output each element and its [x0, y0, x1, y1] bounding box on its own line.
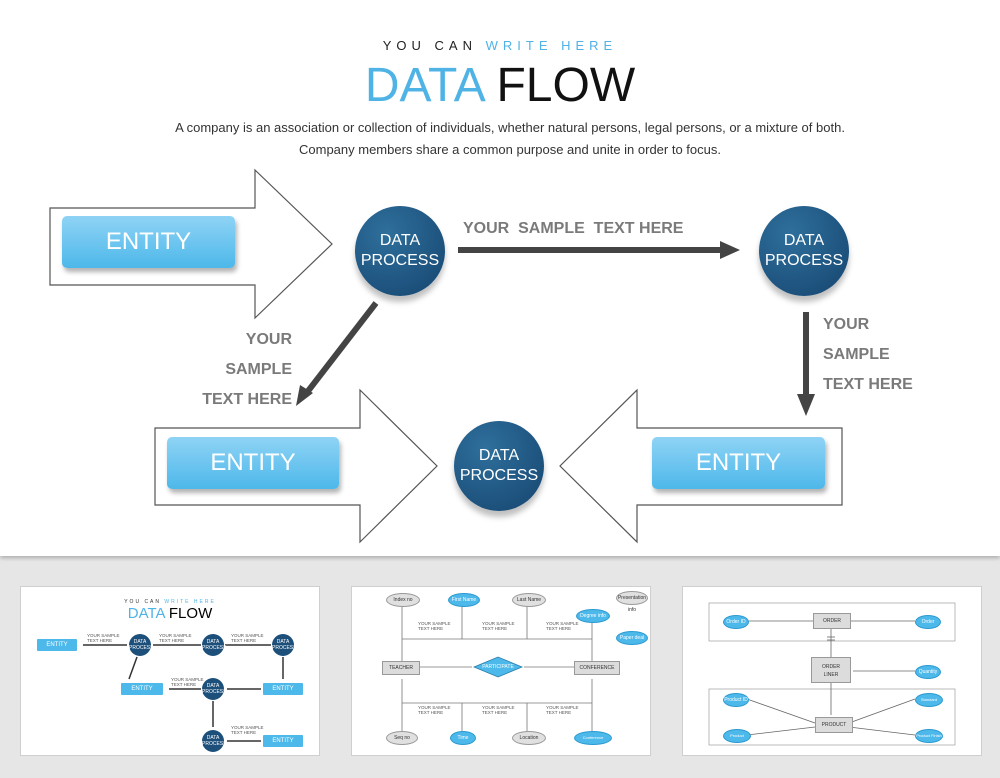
- thumb3-attr: Quantity: [915, 665, 941, 679]
- page-title: DATA FLOW: [0, 58, 1000, 114]
- label-right-line2: SAMPLE: [823, 346, 890, 363]
- thumb-entity: ENTITY: [37, 639, 77, 651]
- title-part-1: DATA: [364, 59, 484, 112]
- label-left-line1: YOUR: [245, 331, 292, 348]
- thumb-title-part2: FLOW: [168, 605, 213, 622]
- thumb-entity: ENTITY: [263, 735, 303, 747]
- flow-arrowhead-left: [296, 385, 313, 406]
- thumb2-node: Last Name: [512, 593, 546, 607]
- thumb3-attr: Order ID: [723, 615, 749, 629]
- label-right-line1: YOUR: [823, 316, 870, 333]
- entity-bottom-left: ENTITY: [167, 437, 339, 489]
- thumb2-node: Presentation info: [616, 591, 648, 613]
- thumbnail-data-flow[interactable]: YOU CAN WRITE HERE DATA FLOW ENTITY ENTI…: [20, 586, 320, 756]
- thumb-kicker-prefix: YOU CAN: [124, 599, 161, 605]
- label-top: YOUR SAMPLE TEXT HERE: [463, 220, 684, 237]
- thumb-entity: ENTITY: [121, 683, 163, 695]
- flow-arrowhead-right: [797, 394, 815, 416]
- thumb2-node: Conference Schedule: [574, 731, 612, 752]
- thumb-title-part1: DATA: [127, 605, 165, 622]
- flow-arrowhead-top: [720, 241, 740, 259]
- label-left-line3: TEXT HERE: [202, 391, 292, 408]
- kicker: YOU CAN WRITE HERE: [0, 38, 1000, 53]
- entity-bottom-right: ENTITY: [652, 437, 825, 489]
- label-left: YOUR SAMPLE TEXT HERE: [192, 325, 292, 415]
- flow-arrow-left: [302, 301, 379, 397]
- thumb3-attr: Product Description: [723, 729, 751, 750]
- thumb-kicker: YOU CAN WRITE HERE: [21, 599, 319, 605]
- process-line1: DATA: [478, 447, 520, 464]
- data-process-left: DATA PROCESS: [355, 206, 445, 296]
- thumb3-attr: Product ID: [723, 693, 749, 707]
- thumb3-attr: Product Finish: [915, 729, 943, 743]
- thumb3-order: ORDER: [813, 613, 851, 629]
- process-line1: DATA: [783, 232, 825, 249]
- thumb2-node: Time: [450, 731, 476, 745]
- label-right: YOUR SAMPLE TEXT HERE: [823, 310, 913, 400]
- process-line2: PROCESS: [459, 467, 539, 484]
- label-left-line2: SAMPLE: [225, 361, 292, 378]
- thumb2-lines: [401, 605, 593, 737]
- thumb2-node: Degree info: [576, 609, 610, 623]
- kicker-highlight: WRITE HERE: [485, 38, 618, 53]
- process-line2: PROCESS: [360, 252, 440, 269]
- title-part-2: FLOW: [496, 59, 636, 112]
- data-process-bottom: DATA PROCESS: [454, 421, 544, 511]
- thumb2-node: First Name: [448, 593, 480, 607]
- main-slide: YOU CAN WRITE HERE DATA FLOW A company i…: [0, 0, 1000, 556]
- thumb-title: DATA FLOW: [21, 605, 319, 622]
- thumb2-participate: PARTICIPATE: [482, 664, 514, 670]
- process-line2: PROCESS: [764, 252, 844, 269]
- process-line1: DATA: [379, 232, 421, 249]
- thumb-kicker-highlight: WRITE HERE: [164, 599, 216, 605]
- thumb3-product: PRODUCT: [815, 717, 853, 733]
- description: A company is an association or collectio…: [175, 120, 845, 157]
- thumb3-attr: Standard Price: [915, 693, 943, 714]
- thumbnail-er-conference[interactable]: Index no First Name Last Name Degree inf…: [351, 586, 651, 756]
- thumb2-teacher: TEACHER: [382, 661, 420, 675]
- thumb2-node: Location: [512, 731, 546, 745]
- thumb-arrows: [83, 644, 284, 742]
- thumb-entity: ENTITY: [263, 683, 303, 695]
- data-process-right: DATA PROCESS: [759, 206, 849, 296]
- thumb3-lines: [708, 602, 956, 746]
- thumb2-node: Seq no: [386, 731, 418, 745]
- entity-top-left: ENTITY: [62, 216, 235, 268]
- thumb3-attr: Order Date: [915, 615, 941, 637]
- thumb2-node: Index no: [386, 593, 420, 607]
- label-right-line3: TEXT HERE: [823, 376, 913, 393]
- thumb2-node: Paper deal: [616, 631, 648, 645]
- kicker-prefix: YOU CAN: [382, 38, 477, 53]
- thumb2-conference: CONFERENCE: [574, 661, 620, 675]
